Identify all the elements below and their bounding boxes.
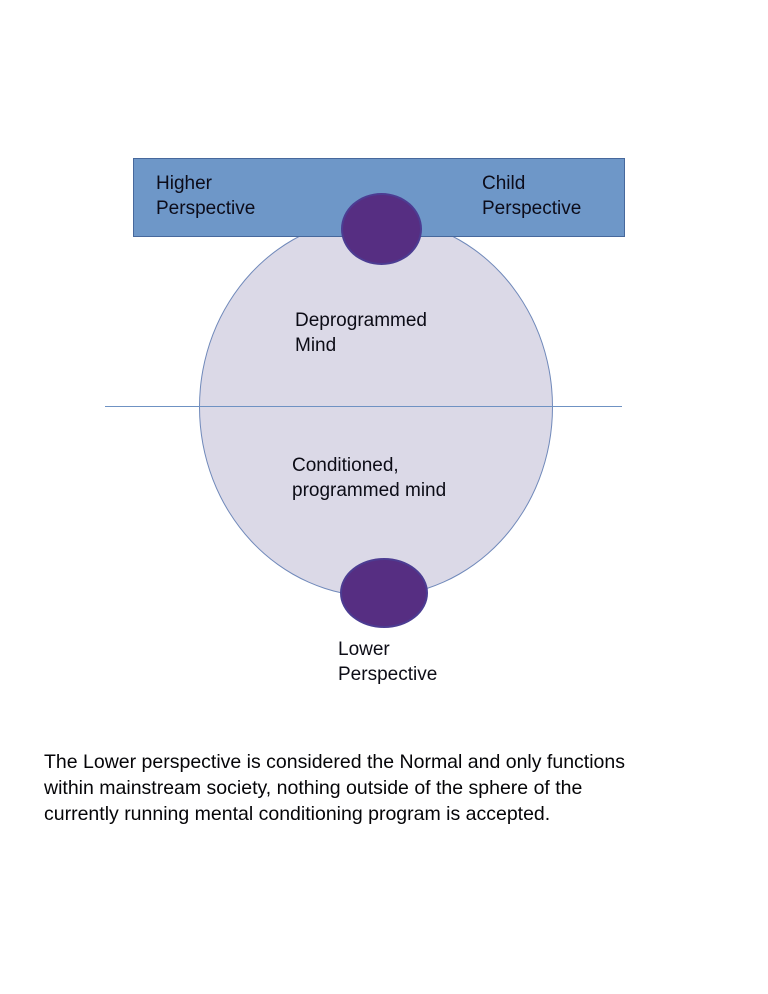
conditioned-mind-line2: programmed mind — [292, 480, 447, 501]
higher-perspective-line2: Perspective — [156, 198, 256, 219]
deprogrammed-mind-label: Deprogrammed Mind — [295, 308, 427, 358]
caption-paragraph: The Lower perspective is considered the … — [44, 749, 744, 827]
caption-line1: The Lower perspective is considered the … — [44, 751, 625, 773]
deprogrammed-mind-line1: Deprogrammed — [295, 310, 427, 331]
caption-line3: currently running mental conditioning pr… — [44, 803, 551, 825]
lower-perspective-label: Lower Perspective — [338, 637, 437, 687]
caption-line2: within mainstream society, nothing outsi… — [44, 777, 583, 799]
child-perspective-line2: Perspective — [482, 198, 582, 219]
higher-perspective-label: Higher Perspective — [156, 171, 255, 221]
mind-divider-line — [105, 406, 622, 407]
mind-sphere-shape — [199, 217, 553, 597]
lower-node-shape — [340, 558, 428, 628]
conditioned-mind-line1: Conditioned, — [292, 455, 399, 476]
child-perspective-label: Child Perspective — [482, 171, 581, 221]
conditioned-mind-label: Conditioned, programmed mind — [292, 453, 446, 503]
deprogrammed-mind-line2: Mind — [295, 335, 337, 356]
upper-node-shape — [341, 193, 422, 265]
child-perspective-line1: Child — [482, 173, 526, 194]
lower-perspective-line1: Lower — [338, 639, 390, 660]
higher-perspective-line1: Higher — [156, 173, 212, 194]
lower-perspective-line2: Perspective — [338, 664, 438, 685]
